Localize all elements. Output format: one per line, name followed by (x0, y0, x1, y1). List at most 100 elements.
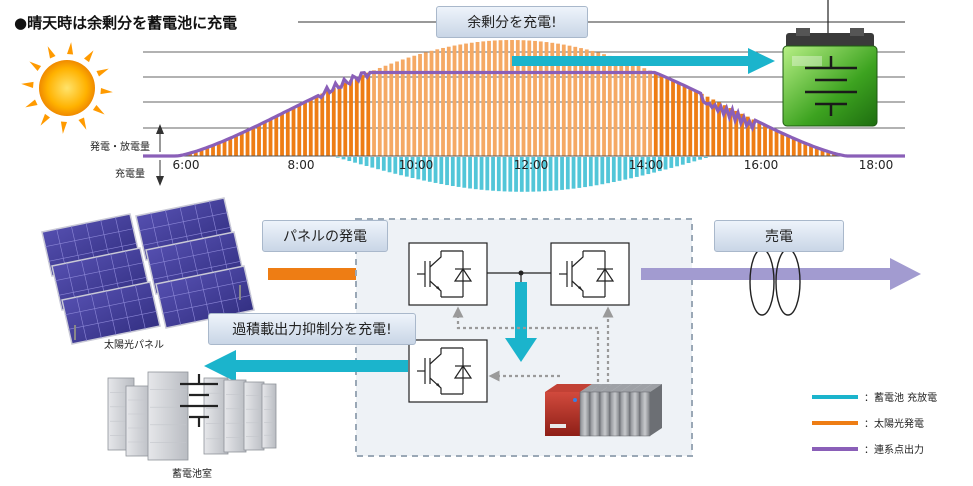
solar-bar (481, 41, 486, 156)
battery-bar (462, 157, 467, 188)
battery-bar (496, 157, 501, 192)
solar-bar (412, 55, 417, 156)
battery-bar (364, 157, 369, 166)
solar-bar (538, 41, 543, 156)
solar-bar (464, 43, 468, 156)
legend-output: ：連系点出力 (812, 441, 924, 456)
solar-bar (780, 133, 785, 156)
control-signal-lines (452, 306, 614, 388)
solar-bar (504, 40, 509, 156)
solar-bar (711, 99, 716, 156)
solar-bar (320, 93, 325, 156)
sun-ray (21, 81, 34, 88)
solar-bar (429, 50, 434, 157)
solar-bar (487, 40, 491, 157)
battery-cabinet (243, 381, 265, 451)
solar-bar (768, 127, 773, 156)
solar-bar (659, 75, 664, 156)
solar-bar (734, 110, 739, 156)
sun-ray (60, 121, 67, 134)
battery-bar (445, 157, 449, 186)
solar-bar (452, 45, 457, 157)
solar-bar (584, 49, 589, 156)
solar-bar (400, 59, 405, 156)
solar-bar (699, 93, 704, 156)
grid-output-line (143, 70, 905, 158)
solar-bar (458, 44, 463, 156)
battery-bar (399, 157, 403, 176)
battery-bar (629, 157, 633, 179)
solar-bar (354, 77, 359, 156)
solar-bar (216, 142, 221, 156)
solar-bar (642, 68, 647, 156)
battery-bar (473, 157, 478, 190)
solar-bar (498, 40, 503, 156)
battery-bar (485, 157, 490, 191)
solar-bar (262, 122, 267, 156)
solar-panel-array (41, 197, 255, 345)
solar-bar (343, 82, 348, 156)
solar-bar (579, 48, 583, 156)
battery-bar (376, 157, 380, 170)
battery-bar (450, 157, 455, 187)
sun-ray (40, 113, 50, 126)
generation-chart (143, 21, 905, 192)
solar-bar (774, 130, 779, 156)
solar-bar (268, 119, 273, 156)
solar-bar (372, 70, 376, 156)
inverter-block-1 (408, 242, 488, 306)
solar-bar (228, 138, 233, 156)
battery-bar (410, 157, 415, 178)
solar-bar (418, 53, 422, 157)
solar-bar (550, 42, 555, 156)
solar-bar (561, 44, 566, 156)
solar-bar (331, 88, 336, 156)
sun-icon (21, 42, 113, 134)
panel-generation-tag: パネルの発電 (262, 220, 388, 252)
solar-bar (377, 67, 382, 156)
legend-solar-swatch (812, 420, 858, 425)
solar-bar (573, 46, 578, 157)
controller-module (579, 391, 591, 437)
solar-bar (613, 57, 618, 156)
car-battery-icon (782, 0, 878, 127)
solar-bar (607, 55, 612, 157)
battery-bar (422, 157, 426, 181)
battery-bar (657, 157, 662, 172)
battery-bar (519, 157, 524, 192)
battery-bar (427, 157, 432, 182)
battery-bar (531, 157, 536, 192)
solar-bar (366, 72, 371, 156)
sun-ray (67, 42, 74, 55)
solar-bar (745, 116, 750, 156)
battery-bar (583, 157, 587, 188)
sell-power-label: 売電 (765, 229, 793, 245)
battery-bar (353, 157, 357, 163)
solar-bar (515, 40, 520, 156)
solar-bar (791, 138, 796, 156)
sun-ray (25, 99, 38, 108)
controller-module (599, 391, 611, 437)
solar-bar (619, 59, 624, 157)
battery-bar (634, 157, 639, 177)
panel-generation-label: パネルの発電 (283, 229, 367, 245)
solar-bar (596, 52, 601, 156)
solar-bar (722, 105, 727, 156)
battery-room-arrow (204, 350, 408, 382)
controller-unit (545, 384, 662, 437)
inverter-block-2 (550, 242, 630, 306)
battery-symbol-icon (180, 374, 218, 427)
solar-bar (245, 130, 250, 156)
solar-bar (383, 65, 388, 156)
solar-bar (567, 45, 572, 156)
solar-bar (814, 147, 819, 156)
solar-bar (590, 50, 595, 156)
legend-solar: ：太陽光発電 (812, 415, 924, 430)
battery-bar (433, 157, 438, 183)
battery-bar (381, 157, 386, 171)
battery-bar (588, 157, 593, 187)
battery-bar (335, 157, 340, 158)
battery-bar (680, 157, 685, 165)
battery-bars (335, 157, 708, 192)
